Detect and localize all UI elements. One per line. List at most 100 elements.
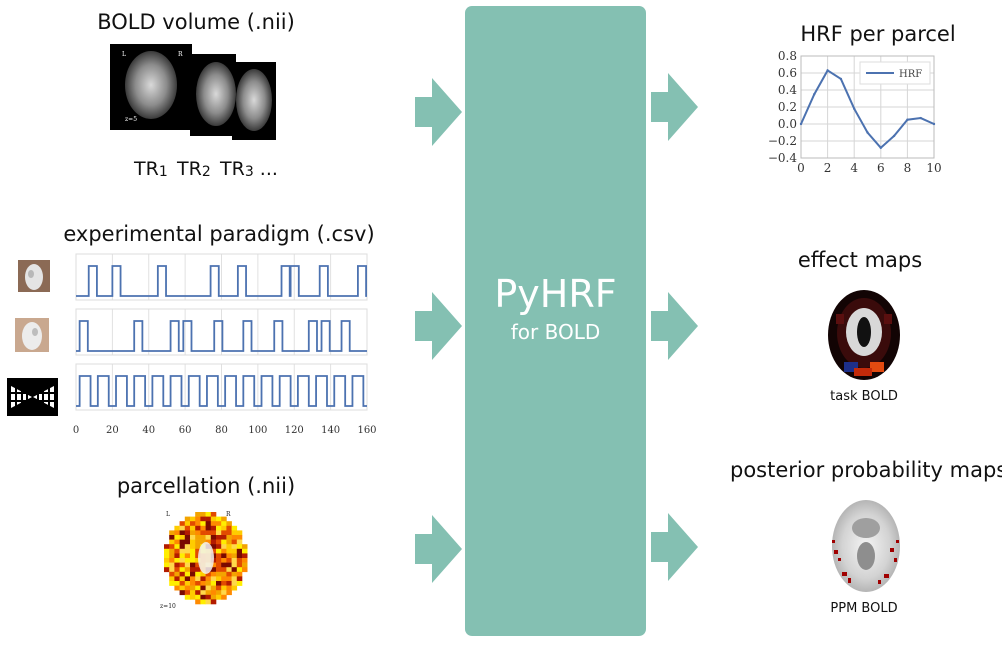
bold-volume-title: BOLD volume (.nii) [97, 10, 295, 34]
parcel-cell [200, 530, 206, 536]
parcel-cell [210, 576, 217, 582]
parcel-cell [216, 521, 222, 527]
hrf-data-point [826, 69, 829, 72]
parcel-cell [169, 576, 175, 582]
hrf-data-point [919, 116, 922, 120]
output-arrow-ppm [651, 513, 698, 581]
parcel-cell [195, 594, 201, 600]
parcel-cell [179, 521, 186, 527]
parcel-cell [179, 535, 186, 540]
parcel-cell [179, 562, 186, 568]
parcel-cell [179, 590, 186, 596]
paradigm-panel-frame [75, 253, 368, 301]
parcel-cell [200, 539, 206, 545]
parcel-cell [190, 525, 196, 531]
parcel-cell [205, 512, 212, 517]
parcel-cell [216, 516, 222, 522]
parcel-cell [190, 530, 196, 536]
paradigm-xtick-label: 20 [106, 425, 119, 436]
parcel-cell [236, 553, 243, 559]
parcel-cell [190, 590, 196, 596]
parcel-cell [226, 567, 232, 573]
parcel-cell [210, 525, 217, 531]
hrf-legend-box [859, 61, 931, 85]
hrf-xtick-label: 4 [850, 161, 858, 175]
parcel-cell [205, 521, 212, 527]
parcel-cell [231, 567, 238, 573]
parcel-cell [190, 571, 196, 577]
pyhrf-box [465, 6, 646, 636]
hrf-data-point [892, 134, 896, 138]
parcel-cell [226, 590, 232, 596]
parcel-cell [179, 581, 186, 586]
output-arrow-hrf [651, 73, 698, 141]
paradigm-xtick-label: 100 [248, 425, 267, 436]
parcel-cell [221, 571, 227, 577]
parcel-cell [190, 581, 196, 586]
parcel-cell [205, 525, 212, 531]
parcel-cell [184, 562, 191, 568]
parcel-cell [174, 567, 180, 573]
paradigm-xtick-label: 160 [357, 425, 376, 436]
parcel-cell [190, 558, 196, 563]
parcel-cell [190, 535, 196, 540]
parcel-cell [221, 581, 227, 586]
parcel-cell [210, 521, 217, 527]
parcel-cell [195, 558, 201, 563]
parcel-cell [200, 571, 206, 577]
hrf-ytick-label: −0.4 [768, 151, 798, 165]
pyhrf-subtitle: for BOLD [510, 320, 601, 344]
parcel-cell [190, 516, 196, 522]
hrf-data-point [932, 122, 936, 126]
parcel-cell [221, 585, 227, 591]
bold-frame-2 [190, 54, 236, 136]
parcel-cell [200, 594, 206, 600]
hrf-plot-frame [800, 55, 935, 159]
paradigm-xtick-label: 0 [73, 425, 79, 436]
parcellation-midline [198, 542, 214, 574]
parcel-cell [210, 530, 217, 536]
parcel-cell [184, 539, 191, 545]
parcel-cell [174, 585, 180, 591]
paradigm-xtick-label: 80 [215, 425, 228, 436]
parcel-cell [184, 567, 191, 573]
parcel-cell [226, 562, 232, 568]
parcel-cell [221, 567, 227, 573]
parcel-cell [205, 590, 212, 596]
parcel-cell [231, 581, 238, 586]
parcel-cell [221, 594, 227, 600]
parcel-cell [210, 548, 217, 554]
parcel-cell [190, 544, 196, 550]
parcel-cell [205, 581, 212, 586]
parcel-cell [221, 525, 227, 531]
bold-frame-1: L R z=5 [110, 44, 192, 130]
parcel-cell [169, 581, 175, 586]
parcel-cell [200, 590, 206, 596]
parcel-cell [226, 553, 232, 559]
parcel-cell [210, 516, 217, 522]
paradigm-xtick-label: 40 [142, 425, 155, 436]
parcel-cell [169, 553, 175, 559]
hrf-ytick-label: 0.4 [778, 83, 797, 97]
parcel-cell [179, 544, 186, 550]
parcel-cell [236, 558, 243, 563]
parcel-cell [200, 535, 206, 540]
hrf-data-point [799, 122, 803, 126]
parcel-cell [242, 558, 248, 563]
parcel-cell [242, 548, 248, 554]
parcel-cell [221, 558, 227, 563]
parcel-cell [179, 585, 186, 591]
parcel-cell [210, 581, 217, 586]
parcel-cell [195, 521, 201, 527]
parcel-cell [190, 567, 196, 573]
hrf-ytick-label: 0.6 [778, 66, 797, 80]
parcel-cell [174, 530, 180, 536]
checkerboard-stimulus-icon [7, 378, 58, 416]
paradigm-panel-frame [75, 363, 368, 411]
parcel-cell [195, 581, 201, 586]
parcel-cell [216, 544, 222, 550]
output-arrow-effect [651, 292, 698, 360]
parcel-cell [221, 530, 227, 536]
